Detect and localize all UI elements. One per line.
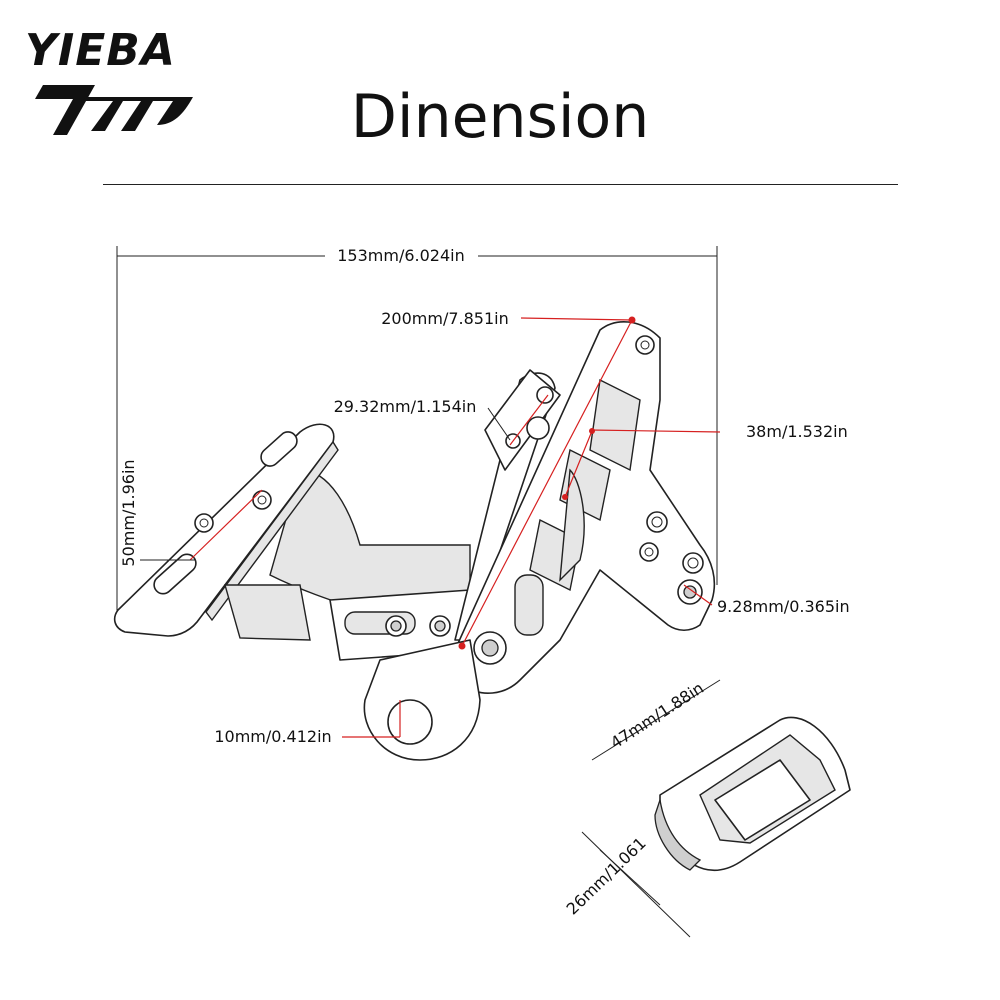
clamp-width-label: 26mm/1.061 — [563, 834, 650, 919]
overall-width-label: 153mm/6.024in — [337, 246, 465, 265]
plate-height-label: 50mm/1.96in — [119, 459, 138, 566]
mount-foot — [363, 639, 481, 761]
mount-hole-label: 10mm/0.412in — [214, 727, 331, 746]
clamp-length-label: 47mm/1.88in — [607, 678, 707, 752]
brand-name: YIEBA — [25, 25, 176, 76]
page-title: Dinension — [350, 82, 650, 152]
measurement-lines — [140, 316, 721, 738]
arm-length-label: 200mm/7.851in — [381, 309, 509, 328]
brand-logo: YIEBA — [25, 25, 195, 150]
left-plate-arm — [113, 423, 471, 641]
main-arm — [454, 321, 716, 695]
slot-width-label: 38m/1.532in — [746, 422, 848, 441]
title-divider — [103, 184, 898, 185]
hole-diameter-label: 9.28mm/0.365in — [717, 597, 850, 616]
brand-mark-icon — [35, 85, 193, 135]
overall-width-dimension: 153mm/6.024in — [116, 246, 718, 620]
clamp-detail — [581, 679, 851, 938]
hole-spacing-label: 29.32mm/1.154in — [334, 397, 477, 416]
